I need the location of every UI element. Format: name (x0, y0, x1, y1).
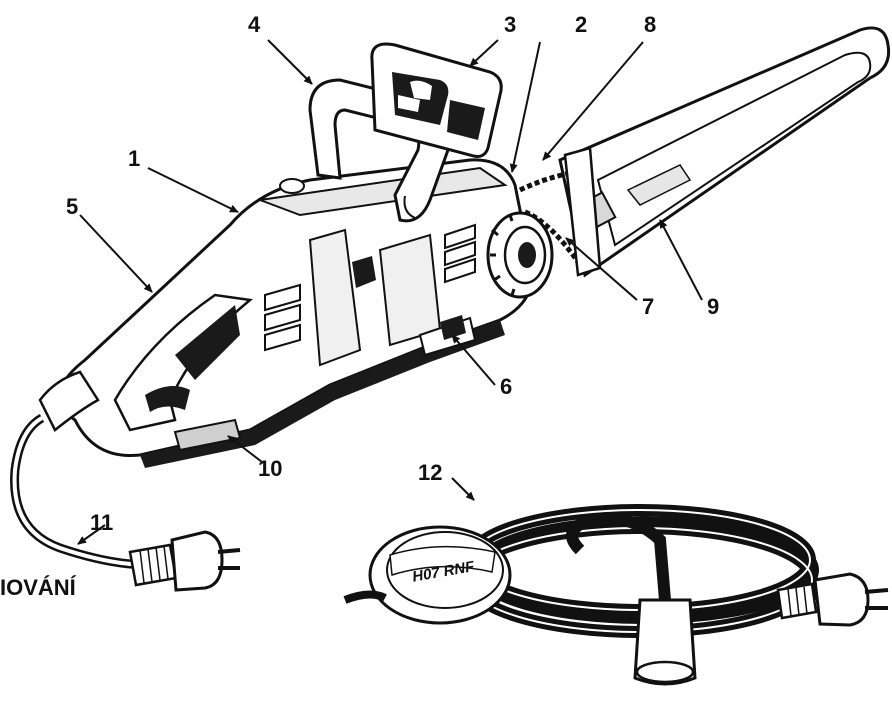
power-cord (10, 414, 241, 592)
callout-4: 4 (248, 12, 261, 37)
leader-lines (77, 39, 703, 545)
oil-tank (418, 315, 477, 357)
callout-7: 7 (642, 294, 655, 319)
saw-chain (518, 169, 581, 264)
callout-8: 8 (644, 12, 657, 37)
callout-9: 9 (707, 294, 720, 319)
callout-2: 2 (575, 12, 588, 37)
callout-11: 11 (90, 510, 114, 535)
extension-cable-coil: H07 RNF (343, 504, 889, 686)
hand-guard (370, 42, 503, 158)
callout-6: 6 (500, 374, 513, 399)
callout-12: 12 (418, 460, 443, 485)
motor-housing (38, 158, 534, 468)
cut-off-caption: IOVÁNÍ (0, 575, 76, 600)
callout-3: 3 (504, 12, 517, 37)
tension-knob (486, 211, 554, 299)
guide-bar (558, 26, 891, 278)
callout-5: 5 (66, 194, 79, 219)
callout-10: 10 (258, 456, 283, 481)
callout-1: 1 (128, 146, 141, 171)
